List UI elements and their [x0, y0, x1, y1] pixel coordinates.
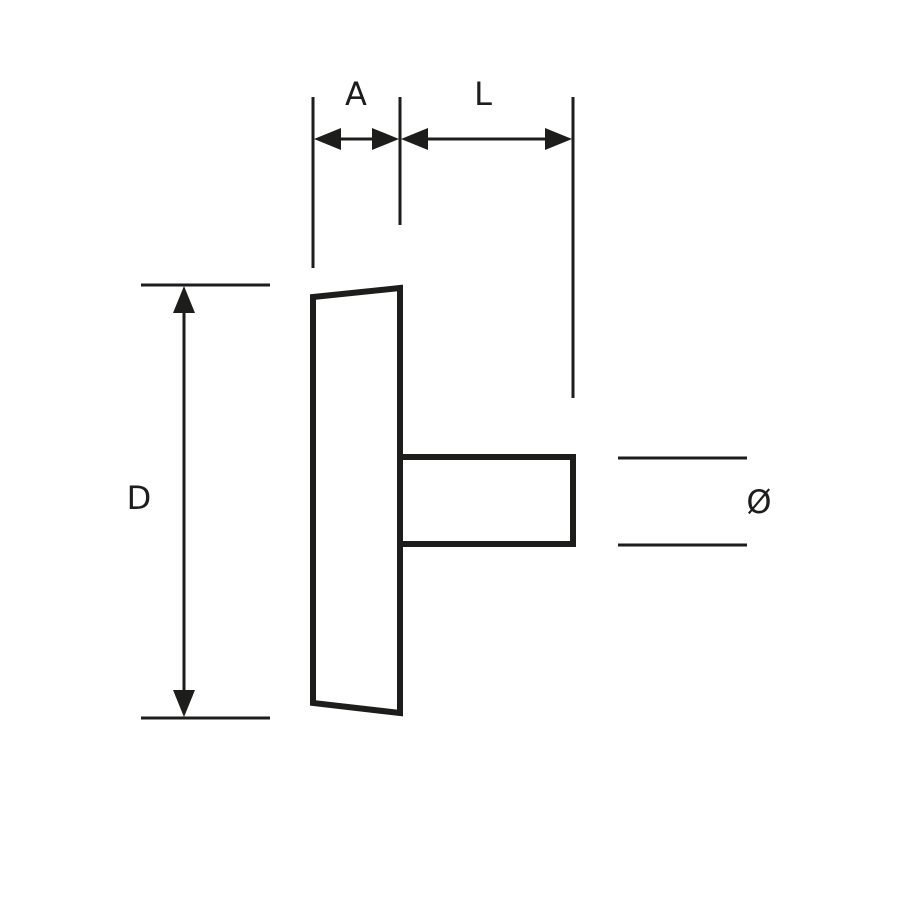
dimension-l: L: [401, 75, 572, 150]
dimension-label-a: A: [345, 75, 367, 113]
dimension-label-d: D: [127, 479, 152, 517]
part-outline: [310, 284, 576, 717]
head-outline: [310, 284, 403, 717]
arrowhead-d-top: [173, 286, 195, 313]
shank-outline: [400, 454, 576, 547]
dimension-a: A: [314, 75, 399, 150]
arrowhead-d-bottom: [173, 690, 195, 717]
dimension-label-l: L: [474, 75, 492, 113]
arrowhead-a-left: [314, 128, 341, 150]
arrowhead-a-right: [372, 128, 399, 150]
arrowhead-l-left: [401, 128, 428, 150]
dimension-label-diameter: Ø: [746, 483, 771, 521]
dimension-d: D: [127, 286, 195, 717]
arrowhead-l-right: [545, 128, 572, 150]
extension-lines: [141, 97, 747, 720]
